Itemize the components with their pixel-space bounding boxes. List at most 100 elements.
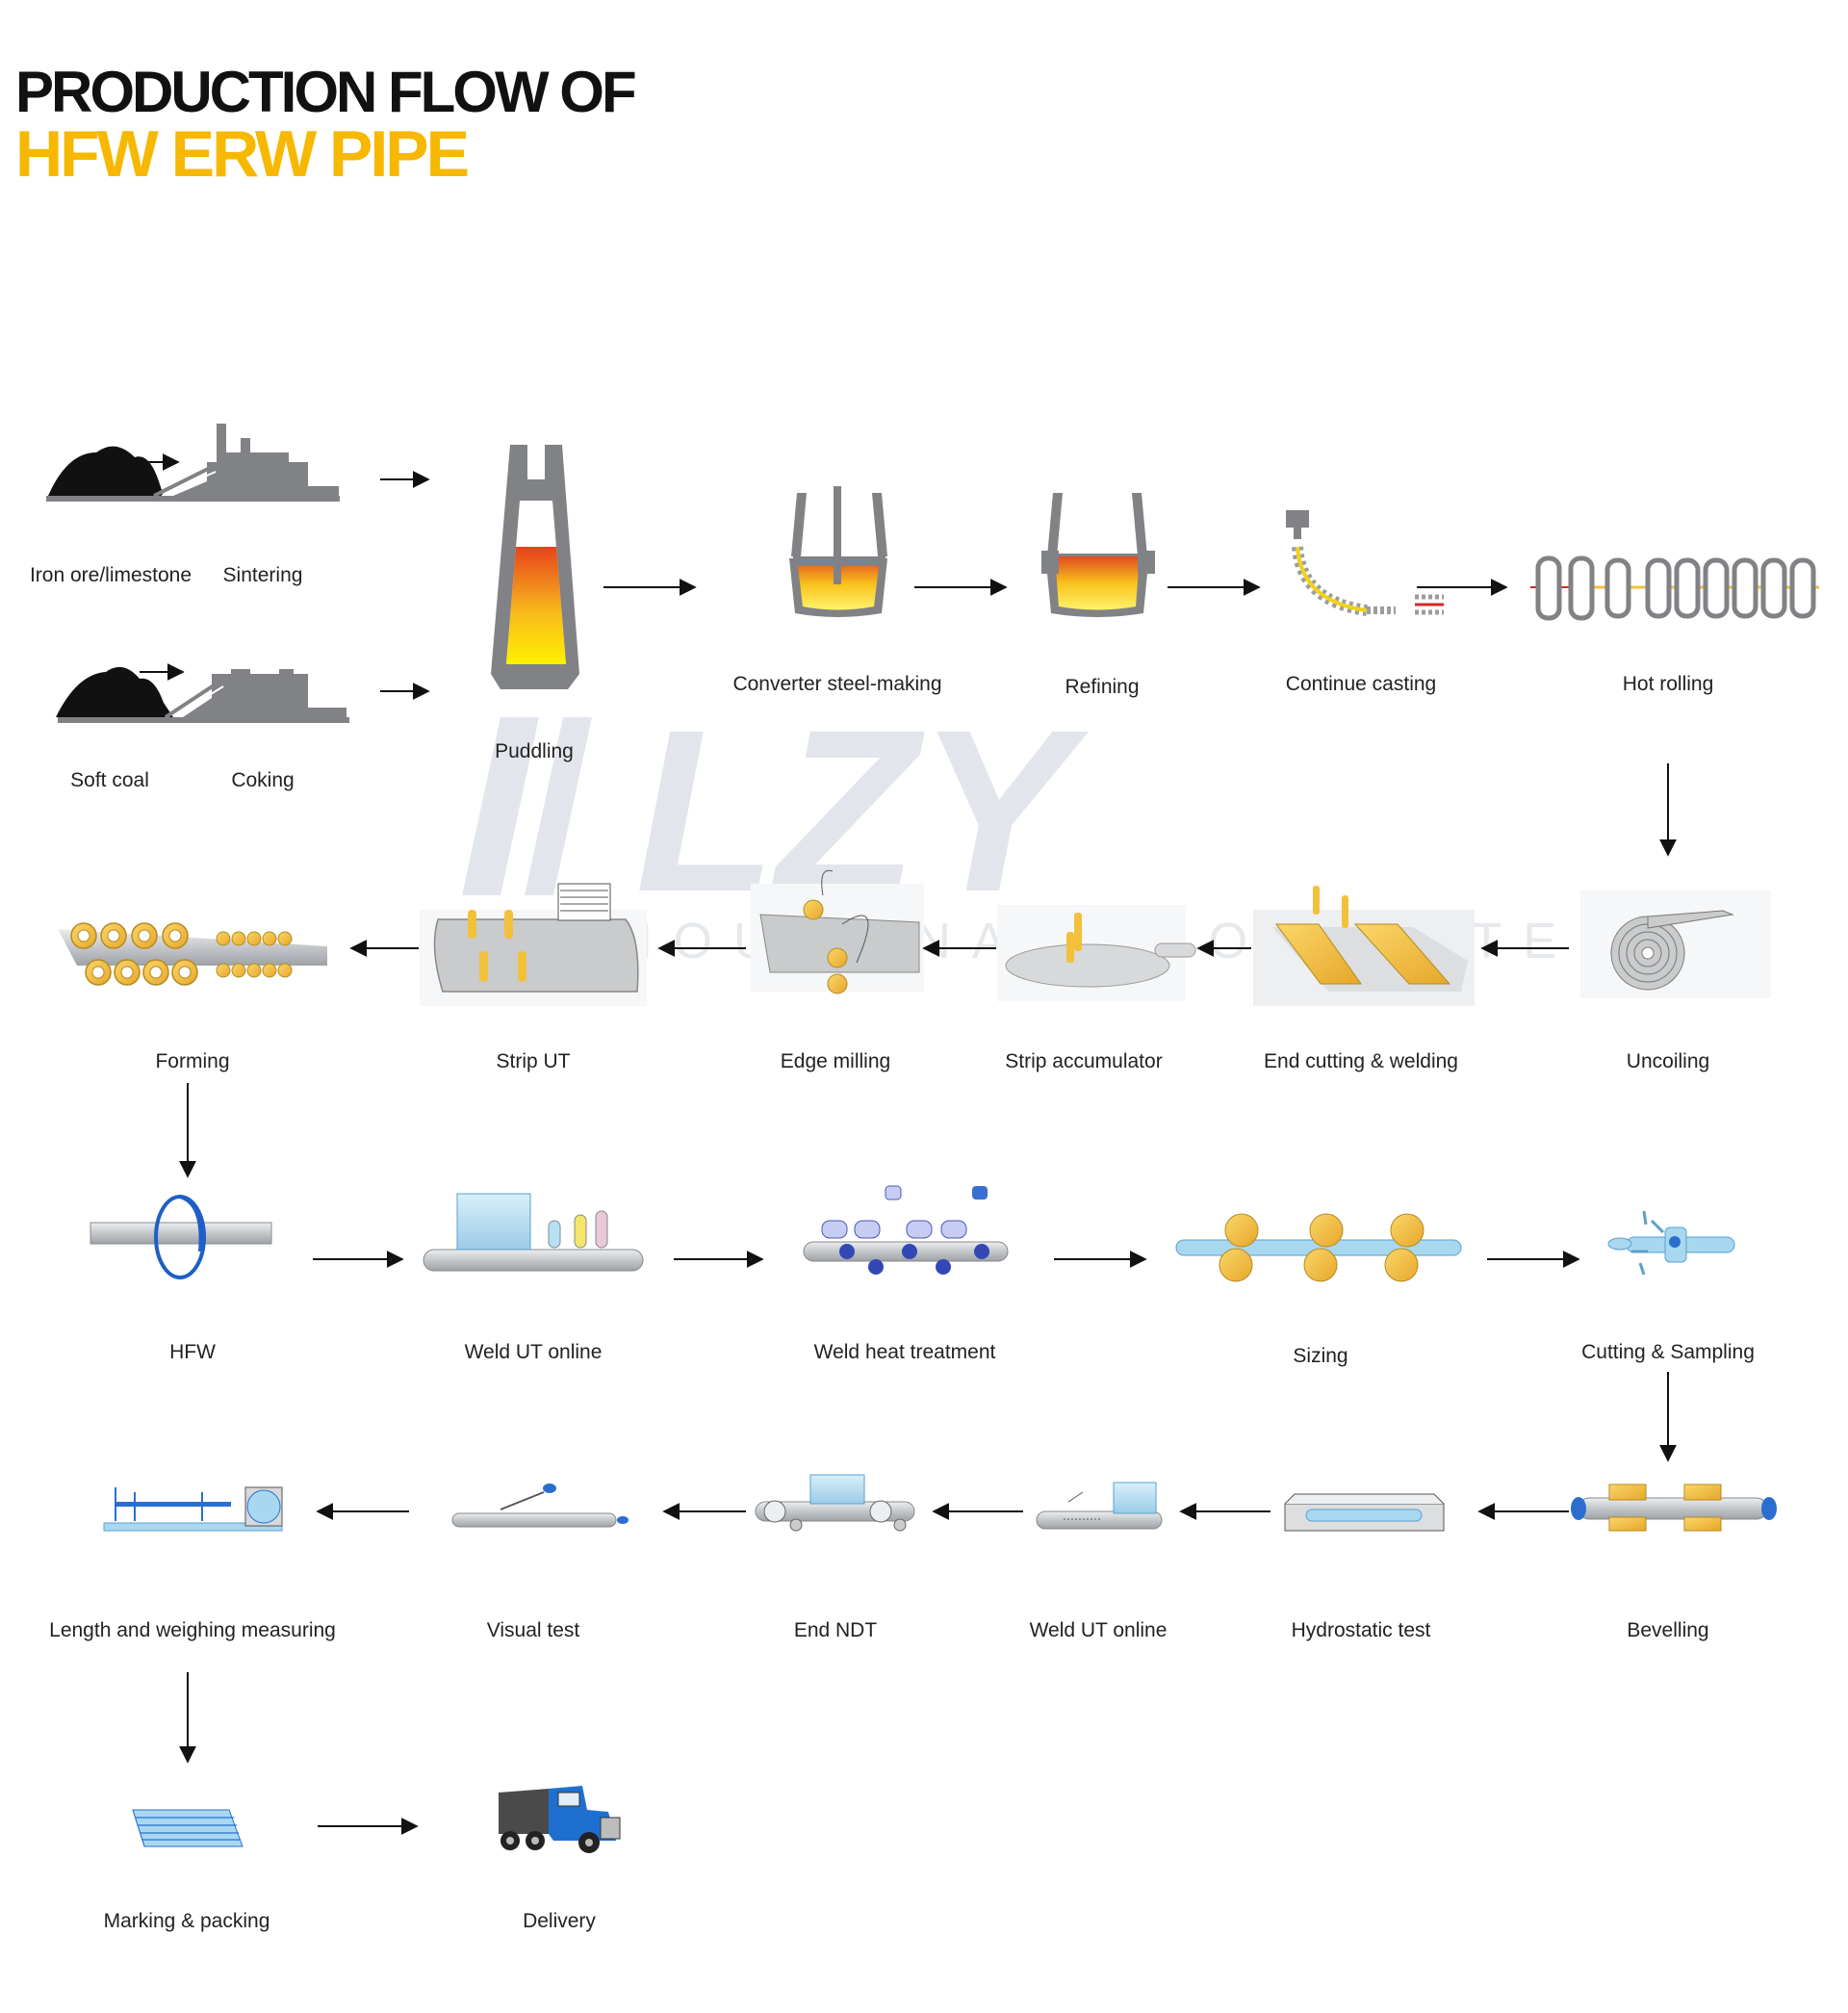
forming-rolls (70, 922, 293, 986)
end-cutting-machine (1253, 886, 1475, 1006)
label-hot-rolling: Hot rolling (1622, 673, 1714, 695)
label-edge-milling: Edge milling (780, 1050, 891, 1072)
forming-roll-small (231, 963, 246, 978)
label-casting: Continue casting (1285, 673, 1437, 695)
weld-heat-machine (803, 1185, 1009, 1275)
label-iron-ore: Iron ore/limestone (29, 564, 192, 586)
forming-roll-hub (168, 929, 182, 942)
watermark-stripe (462, 717, 539, 895)
ore-pile-icon (56, 666, 173, 717)
forming-roll-hub (120, 966, 134, 979)
forming-roll-small (231, 931, 246, 946)
label-puddling: Puddling (495, 740, 574, 762)
page-title-line1: PRODUCTION FLOW OF (15, 60, 637, 124)
label-length: Length and weighing measuring (49, 1619, 336, 1641)
heat-roll (940, 1220, 967, 1239)
label-delivery: Delivery (523, 1910, 596, 1932)
forming-roll-hub (138, 929, 151, 942)
heat-roll-wheel (902, 1244, 917, 1259)
label-coking: Coking (231, 769, 295, 791)
heat-roll-wheel (839, 1244, 855, 1259)
forming-roll-hub (77, 929, 90, 942)
heat-roll-wheel (974, 1244, 989, 1259)
sizing-roll (1309, 1213, 1344, 1248)
label-strip-accumulator: Strip accumulator (1005, 1050, 1163, 1072)
sizing-roll (1303, 1248, 1338, 1282)
label-strip-ut: Strip UT (496, 1050, 571, 1072)
label-cutting: Cutting & Sampling (1581, 1341, 1755, 1363)
length-measuring-machine (103, 1486, 283, 1532)
cutting-saw (1607, 1210, 1735, 1276)
label-weld-ut-2: Weld UT online (1029, 1619, 1168, 1641)
label-end-cutting: End cutting & welding (1264, 1050, 1458, 1072)
pipe-bundle-icon (132, 1809, 244, 1847)
sizing-rolls (1175, 1213, 1462, 1282)
forming-roll-hub (178, 966, 192, 979)
weld-ut-machine (423, 1193, 644, 1272)
sizing-roll (1390, 1213, 1424, 1248)
sizing-roll (1219, 1248, 1253, 1282)
label-hydrostatic: Hydrostatic test (1291, 1619, 1431, 1641)
label-soft-coal: Soft coal (70, 769, 149, 791)
sizing-roll (1384, 1248, 1419, 1282)
mill-stand (1789, 557, 1816, 619)
heat-roll-wheel (868, 1259, 884, 1275)
mill-stand (1732, 557, 1758, 619)
forming-roll-hub (149, 966, 163, 979)
label-bevelling: Bevelling (1627, 1619, 1709, 1641)
label-forming: Forming (155, 1050, 230, 1072)
label-uncoiling: Uncoiling (1626, 1050, 1710, 1072)
flow-arrows (179, 471, 1677, 1835)
page-title-line2: HFW ERW PIPE (15, 117, 470, 191)
mill-stand (1604, 557, 1631, 619)
forming-roll-hub (91, 966, 105, 979)
induction-coil-icon (90, 1195, 272, 1279)
caster-icon (1286, 510, 1444, 616)
label-refining: Refining (1065, 676, 1140, 698)
blast-furnace-icon (491, 445, 579, 689)
forming-roll-small (216, 963, 231, 978)
strip-accumulator (997, 905, 1196, 1001)
mill-stand (1645, 557, 1672, 619)
watermark-stripe (525, 717, 592, 895)
strip-ut-machine (420, 883, 647, 1006)
label-weld-ut-1: Weld UT online (464, 1341, 603, 1363)
factory-icon (58, 663, 349, 723)
label-converter: Converter steel-making (732, 673, 942, 695)
forming-roll-small (246, 931, 262, 946)
ladle-icon (1041, 493, 1155, 617)
label-hfw: HFW (169, 1341, 216, 1363)
label-end-ndt: End NDT (793, 1619, 878, 1641)
hydrostatic-tester (1284, 1493, 1445, 1532)
label-visual: Visual test (486, 1619, 580, 1641)
sizing-roll (1224, 1213, 1259, 1248)
visual-test-pipe (451, 1484, 629, 1528)
forming-roll-small (277, 931, 293, 946)
end-ndt-machine (755, 1474, 915, 1532)
mill-stand (1703, 557, 1730, 619)
ladle-icon (789, 486, 887, 617)
heat-roll-wheel (936, 1259, 951, 1275)
heat-roll (854, 1220, 881, 1239)
heat-roll (821, 1220, 848, 1239)
mill-stand (1535, 555, 1562, 621)
forming-roll-small (277, 963, 293, 978)
heat-coil (972, 1186, 988, 1200)
forming-roll-small (216, 931, 231, 946)
weld-ut-online-2 (1036, 1482, 1163, 1530)
truck-icon (499, 1786, 621, 1853)
bevelling-machine (1571, 1484, 1777, 1532)
forming-roll-small (262, 963, 277, 978)
label-sintering: Sintering (222, 564, 303, 586)
mill-stand (1674, 557, 1701, 619)
forming-roll-hub (107, 929, 120, 942)
forming-roll-small (262, 931, 277, 946)
heat-coil (885, 1185, 902, 1200)
ore-pile-icon (48, 446, 164, 496)
forming-roll-small (246, 963, 262, 978)
label-weld-heat: Weld heat treatment (813, 1341, 996, 1363)
label-sizing: Sizing (1293, 1345, 1348, 1367)
mill-stand (1760, 557, 1787, 619)
rolling-mill-stands (1535, 555, 1816, 621)
